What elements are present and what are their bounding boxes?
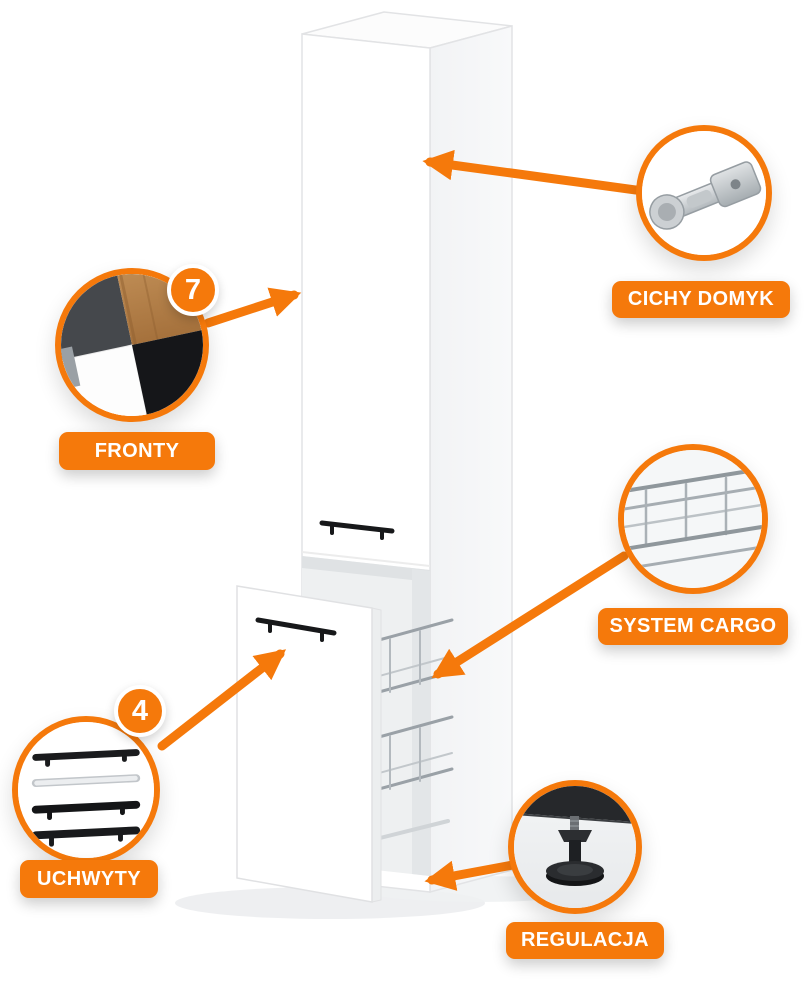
- label-cichy-domyk: CICHY DOMYK: [612, 281, 790, 318]
- upper-door-handle: [319, 520, 395, 540]
- handles-photo-circle: [12, 716, 160, 864]
- cargo-photo-circle: [618, 444, 768, 594]
- soft-close-hinge-icon: [642, 131, 766, 255]
- opening-side-shade: [412, 569, 430, 876]
- handles-count-badge: 4: [114, 685, 166, 737]
- fronts-count-badge: 7: [167, 264, 219, 316]
- drawer-door-handle: [255, 617, 337, 642]
- arrow-fronts: [203, 287, 302, 328]
- label-regulacja: REGULACJA: [506, 922, 664, 959]
- arrow-hinge: [422, 149, 641, 195]
- label-fronty: FRONTY: [59, 432, 215, 470]
- furniture-handles-icon: [18, 722, 154, 858]
- hinge-photo-circle: [636, 125, 772, 261]
- label-uchwyty: UCHWYTY: [20, 860, 158, 898]
- door-seam: [301, 551, 431, 567]
- drawer-door: [236, 585, 382, 903]
- callout-arrows: [157, 149, 641, 891]
- wire-basket-icon: [624, 450, 762, 588]
- arrow-handles: [157, 649, 287, 751]
- opening-top-shade: [302, 556, 430, 582]
- legs-photo-circle: [508, 780, 642, 914]
- label-system-cargo: SYSTEM CARGO: [598, 608, 788, 645]
- adjustable-leg-icon: [514, 786, 636, 908]
- arrow-cargo: [431, 551, 629, 679]
- arrow-legs: [424, 859, 523, 891]
- cabinet-side-face: [429, 25, 513, 893]
